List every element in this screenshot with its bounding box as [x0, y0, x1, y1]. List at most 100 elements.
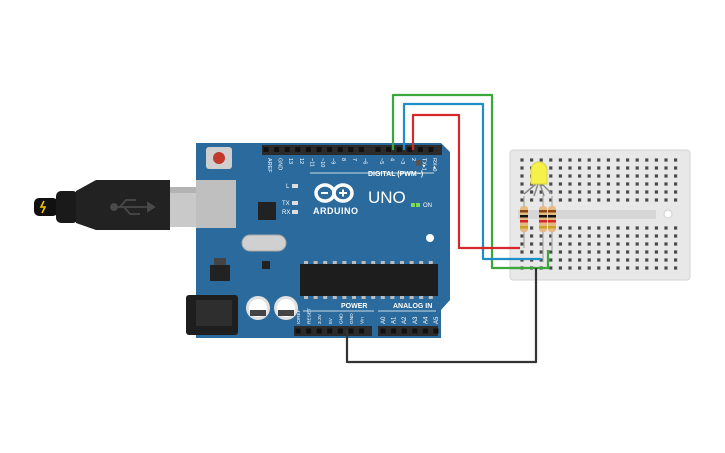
voltage-regulator [210, 265, 230, 281]
pin-label: A4 [423, 316, 429, 324]
breadboard-mount-hole [663, 209, 673, 219]
rx-led-label: RX [282, 210, 290, 216]
resistor[interactable] [539, 196, 547, 262]
header-pin[interactable] [337, 147, 343, 152]
atmega-chip [300, 261, 438, 299]
header-pin[interactable] [274, 147, 280, 152]
header-pin[interactable] [348, 147, 354, 152]
power-pin-labels: IOREF RESET 3.3V 5V GND GND Vin [296, 308, 366, 324]
header-pin[interactable] [316, 328, 322, 334]
pin-label: ~6 [361, 158, 367, 164]
usb-plug-body [76, 180, 170, 230]
pin-label: ~3 [399, 158, 405, 164]
pin-label: TX▸1 [420, 158, 426, 171]
pin-label: ~11 [308, 158, 314, 167]
tx-led [292, 201, 298, 205]
capacitor [246, 296, 270, 320]
reset-button-cap[interactable] [213, 152, 225, 164]
wire-black[interactable] [345, 268, 538, 364]
header-pin[interactable] [417, 147, 423, 152]
infinity-logo-icon [314, 183, 354, 203]
tx-led-label: TX [282, 201, 290, 207]
header-pin[interactable] [412, 328, 418, 334]
lightning-icon [39, 200, 47, 214]
pin-label: 13 [287, 158, 293, 164]
digital-label: DIGITAL (PWM~) [368, 171, 423, 178]
pin-label: ~5 [378, 158, 384, 164]
header-pin[interactable] [386, 147, 392, 152]
brand-text: ARDUINO [313, 206, 359, 216]
usb-icon [110, 199, 156, 215]
chip-pins-top [304, 261, 433, 264]
header-pin[interactable] [359, 328, 365, 334]
header-pin[interactable] [375, 147, 381, 152]
resistor[interactable] [520, 196, 528, 248]
usb-chip [258, 202, 276, 220]
power-label: POWER [341, 303, 367, 310]
l-led [292, 184, 298, 188]
pin-label: Vin [360, 317, 366, 324]
wire-blue[interactable] [402, 102, 541, 261]
pin-label: 7 [351, 158, 357, 161]
header-pin[interactable] [295, 328, 301, 334]
pin-label: A5 [434, 316, 440, 324]
crystal-oscillator [241, 234, 287, 252]
header-pin[interactable] [306, 328, 312, 334]
pin-label: RESET [307, 308, 313, 324]
chip-pins-bottom [304, 296, 433, 299]
wire-green-bb[interactable] [510, 250, 550, 270]
header-pin[interactable] [433, 328, 439, 334]
rx-led [292, 210, 298, 214]
header-pin[interactable] [337, 328, 343, 334]
pin-label: GND [277, 158, 283, 170]
header-pin[interactable] [284, 147, 290, 152]
analog-header[interactable] [378, 326, 438, 336]
analog-label: ANALOG IN [393, 303, 432, 310]
pin-label: 5V [328, 317, 334, 324]
pin-label: A1 [392, 316, 398, 324]
header-pin[interactable] [391, 328, 397, 334]
header-pin[interactable] [380, 328, 386, 334]
wire-green[interactable] [391, 93, 522, 270]
header-pin[interactable] [316, 147, 322, 152]
header-pin[interactable] [407, 147, 413, 152]
pin-label: GND [349, 313, 355, 324]
header-pin[interactable] [348, 328, 354, 334]
breadboard[interactable] [509, 149, 691, 281]
icsp-header [416, 160, 422, 166]
pin-label: IOREF [296, 309, 302, 324]
header-pin[interactable] [305, 147, 311, 152]
header-pin[interactable] [358, 147, 364, 152]
wire-red[interactable] [411, 113, 520, 250]
on-label: ON [423, 203, 432, 209]
header-pin[interactable] [327, 328, 333, 334]
pin-label: 8 [340, 158, 346, 161]
usb-b-jack [196, 180, 236, 228]
pin-label: 3.3V [317, 313, 323, 324]
usb-cable-sleeve [56, 191, 78, 223]
capacitor [274, 296, 298, 320]
header-pin[interactable] [295, 147, 301, 152]
wires[interactable] [345, 93, 550, 364]
header-pin[interactable] [428, 147, 434, 152]
header-pin[interactable] [263, 147, 269, 152]
model-text: UNO [368, 188, 406, 207]
pin-label: 4 [389, 158, 395, 161]
rgb-led[interactable] [523, 161, 553, 197]
header-pin[interactable] [396, 147, 402, 152]
header-pin[interactable] [401, 328, 407, 334]
pin-label: A0 [381, 316, 387, 324]
header-pin[interactable] [327, 147, 333, 152]
power-header[interactable] [294, 326, 372, 336]
header-pin[interactable] [422, 328, 428, 334]
pin-label: ~10 [319, 158, 325, 167]
resistor[interactable] [548, 196, 556, 250]
pin-label: AREF [266, 158, 272, 173]
pin-label: GND [338, 313, 344, 324]
pin-label: ~9 [330, 158, 336, 164]
pin-label: A3 [413, 316, 419, 324]
